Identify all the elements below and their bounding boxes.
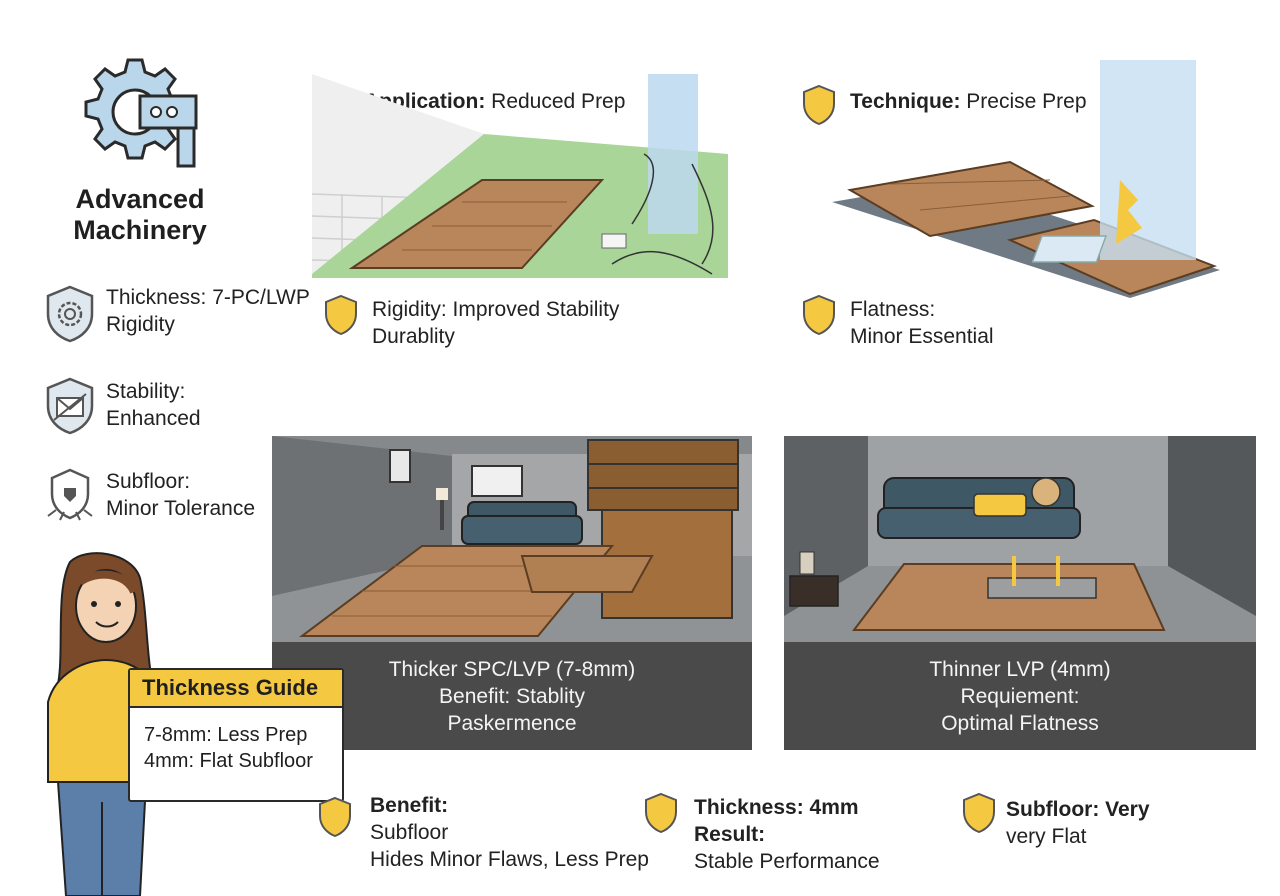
caption-line: Paskeгmence (447, 711, 577, 735)
guide-line: 7-8mm: Less Prep (144, 724, 308, 746)
caption-line: Benefit: Stablity (439, 684, 585, 708)
gear-shield-icon (46, 285, 94, 343)
thin-lvp-caption: Thinner LVP (4mm) Requiement: Optimal Fl… (784, 642, 1256, 750)
feature-line2: Enhanced (106, 407, 201, 430)
result-line3: Stable Performance (694, 850, 880, 873)
result-callout: Thickness: 4mm Result: Stable Performanc… (694, 794, 880, 875)
caption-line: Thinner LVP (4mm) (929, 657, 1111, 681)
rigidity-label: Rigidity: Improved Stability Durablity (372, 296, 619, 350)
benefit-line3: Hides Minor Flaws, Less Prep (370, 848, 649, 871)
flatness-line2: Minor Essential (850, 325, 994, 348)
result-line1-text: Thickness: 4mm (694, 796, 859, 819)
thickness-guide-card: Thickness Guide 7-8mm: Less Prep 4mm: Fl… (128, 668, 344, 802)
feature-line2: Rigidity (106, 313, 175, 336)
feature-item: Subfloor: Minor Tolerance (44, 466, 294, 530)
cracked-shield-icon (47, 468, 93, 521)
technique-label-bold: Technique: (850, 90, 961, 113)
shield-icon (319, 796, 351, 838)
benefit-line2: Subfloor (370, 821, 449, 844)
shield-icon (963, 792, 995, 834)
brand-title-line1: Advanced (75, 184, 205, 214)
caption-line: Requiement: (960, 684, 1080, 708)
feature-line1: Thickness: 7-PC/LWP (106, 286, 310, 309)
guide-title: Thickness Guide (130, 670, 342, 708)
feature-line1: Subfloor: (106, 470, 191, 493)
benefit-line1: Benefit: (370, 794, 449, 817)
caption-line: Thicker SPC/LVP (7-8mm) (388, 657, 636, 681)
flatness-label: Flatness: Minor Essential (850, 296, 994, 350)
thin-lvp-scene (784, 436, 1256, 642)
application-label-rest: Reduced Prep (485, 90, 626, 113)
subfloor-callout: Subfloor: Very very Flat (1006, 796, 1150, 850)
shield-icon (803, 84, 835, 126)
benefit-callout: Benefit: Subfloor Hides Minor Flaws, Les… (370, 792, 649, 873)
subfloor-line1: Subfloor: Very (1006, 798, 1150, 821)
guide-line: 4mm: Flat Subfloor (144, 750, 313, 772)
technique-label-rest: Precise Prep (960, 90, 1087, 113)
flatness-line1: Flatness: (850, 298, 936, 321)
precise-prep-illustration (830, 60, 1230, 310)
caption-line: Optimal Flatness (941, 711, 1099, 735)
result-line1: Thickness: 4mm (694, 794, 880, 821)
shield-icon (803, 294, 835, 336)
rigidity-line1: Rigidity: Improved Stability (372, 298, 620, 321)
brand-logo (70, 52, 202, 172)
result-line2: Result: (694, 823, 766, 846)
reduced-prep-illustration (312, 74, 728, 278)
subfloor-line2: very Flat (1006, 825, 1087, 848)
feature-item: Stability: Enhanced (44, 376, 294, 440)
technique-label: Technique: Precise Prep (850, 88, 1087, 115)
brand-title-line2: Machinery (73, 215, 207, 245)
envelope-shield-icon (46, 377, 94, 435)
rigidity-line2: Durablity (372, 325, 455, 348)
thick-spc-caption: Thicker SPC/LVP (7-8mm) Benefit: Stablit… (272, 642, 752, 750)
feature-line2: Minor Tolerance (106, 497, 256, 520)
feature-line1: Stability: (106, 380, 186, 403)
brand-title: Advanced Machinery (50, 184, 230, 246)
shield-icon (325, 294, 357, 336)
feature-item: Thickness: 7-PC/LWP Rigidity (44, 282, 310, 346)
thick-spc-scene (272, 436, 752, 642)
shield-icon (645, 792, 677, 834)
gear-icon (84, 58, 198, 168)
